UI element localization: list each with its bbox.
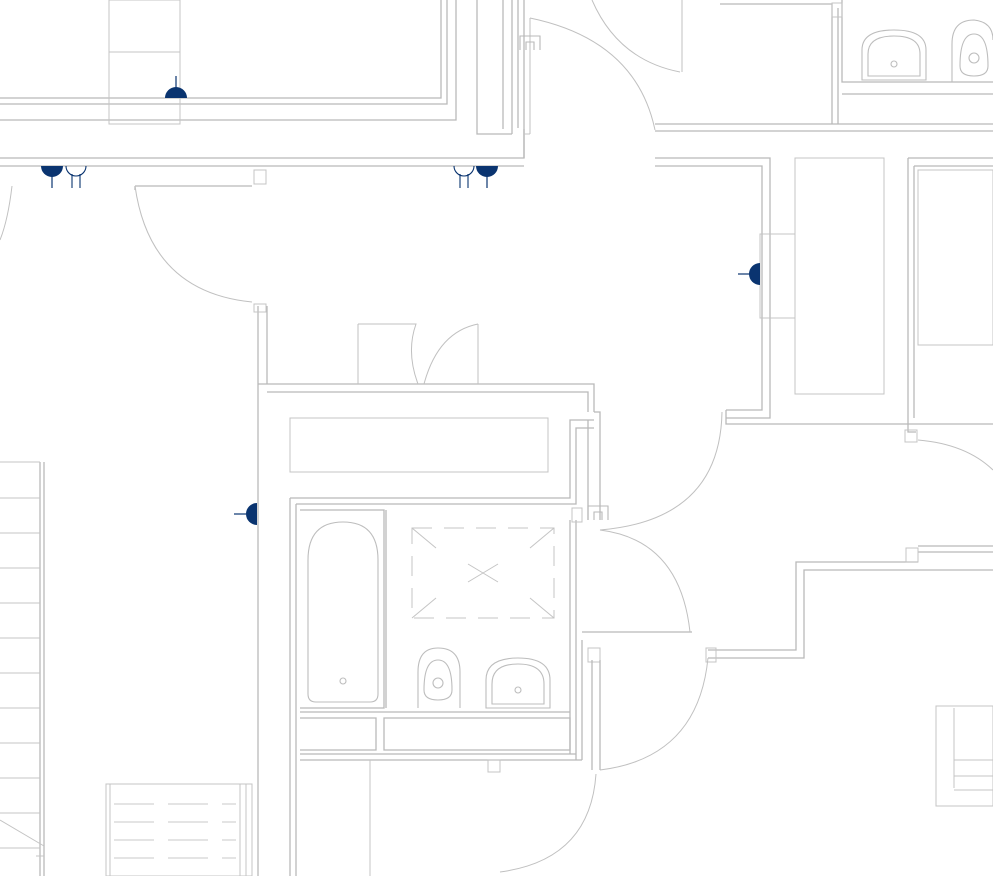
- central-bathroom: [258, 383, 692, 876]
- bathtub: [307, 521, 379, 703]
- lower-left-furniture: [105, 783, 253, 876]
- socket-icon: [234, 503, 257, 525]
- right-room: [759, 157, 993, 443]
- top-right-room: [720, 0, 993, 124]
- pipe-icon: [519, 35, 609, 520]
- toilet: [417, 647, 461, 708]
- lower-right-room: [705, 545, 993, 807]
- fixtures: [307, 19, 993, 709]
- shower-tray: [411, 527, 555, 619]
- top-left-room: [0, 0, 457, 125]
- staircase: [0, 461, 45, 876]
- socket-icon: [165, 76, 187, 98]
- basin-top-right: [861, 29, 927, 81]
- toilet-top-right: [951, 19, 993, 82]
- socket-icon: [476, 166, 498, 188]
- data-point-icon: [65, 165, 87, 188]
- basin: [485, 657, 551, 709]
- electrical-symbols: [41, 35, 760, 525]
- data-point-icon: [453, 165, 475, 188]
- socket-icon: [738, 263, 760, 285]
- socket-icon: [41, 166, 63, 188]
